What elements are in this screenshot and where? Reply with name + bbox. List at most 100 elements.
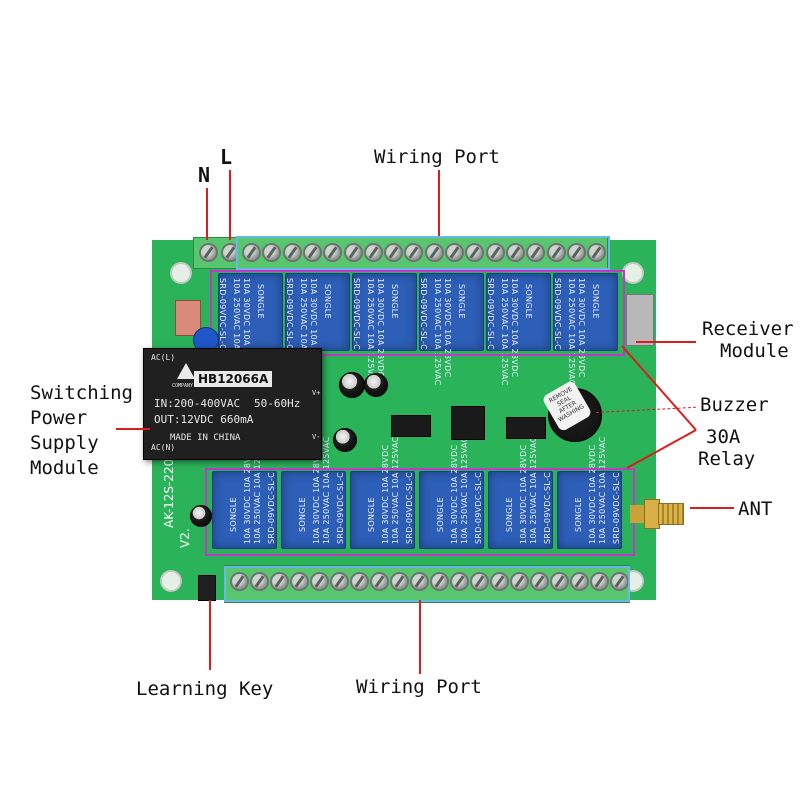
psu-made-in: MADE IN CHINA — [170, 433, 241, 443]
label-learning-key: Learning Key — [136, 678, 274, 700]
terminal-screw — [485, 243, 505, 262]
terminal-screw — [404, 243, 424, 262]
mounting-hole — [160, 570, 182, 592]
terminal-screw — [410, 572, 429, 591]
terminal-screw — [290, 572, 309, 591]
terminal-screw — [302, 243, 322, 262]
terminal-screw — [230, 572, 249, 591]
terminal-screw — [262, 243, 282, 262]
psu-input-spec: IN:200-400VAC — [154, 397, 241, 410]
terminal-screw — [270, 572, 289, 591]
terminal-screw — [566, 243, 586, 262]
label-wiring-port-top: Wiring Port — [374, 146, 500, 168]
terminal-screw — [330, 572, 349, 591]
terminal-screw — [445, 243, 464, 262]
switching-power-supply-module: AC(L) HB12066A COMPANY NAME IN:200-400VA… — [143, 348, 322, 460]
terminal-screw — [470, 572, 489, 591]
psu-frequency: 50-60Hz — [254, 397, 301, 410]
label-switching: Switching — [30, 382, 133, 404]
terminal-screw — [363, 243, 383, 262]
terminal-screw — [310, 572, 329, 591]
label-receiver-module: Module — [720, 340, 789, 362]
terminal-screw — [370, 572, 389, 591]
label-wiring-port-bottom: Wiring Port — [356, 676, 482, 698]
callout-line-psu — [116, 428, 150, 430]
terminal-screw — [570, 572, 589, 591]
terminal-screw — [546, 243, 566, 262]
label-buzzer: Buzzer — [700, 394, 769, 416]
label-n: N — [198, 163, 211, 187]
ic-chip-right — [506, 417, 546, 439]
capacitor — [364, 373, 388, 397]
callout-line-l — [229, 170, 231, 240]
ic-chip-left — [391, 415, 431, 437]
label-module: Module — [30, 457, 99, 479]
label-l: L — [220, 145, 233, 169]
psu-company: COMPANY NAME — [172, 383, 209, 389]
terminal-screw — [199, 243, 218, 262]
terminal-screw — [490, 572, 509, 591]
receiver-module-board — [626, 294, 654, 346]
label-receiver: Receiver — [702, 318, 794, 340]
terminal-screw — [343, 243, 363, 262]
psu-vminus-label: V- — [312, 433, 321, 441]
terminal-screw — [530, 572, 549, 591]
terminal-screw — [282, 243, 302, 262]
callout-line-n — [206, 188, 208, 240]
learning-key-button[interactable] — [198, 575, 216, 601]
terminal-screw — [242, 243, 261, 262]
label-30a: 30A — [706, 426, 741, 448]
psu-model: HB12066A — [194, 371, 273, 387]
terminal-screw — [526, 243, 546, 262]
terminal-screw — [450, 572, 469, 591]
mounting-hole — [170, 262, 192, 284]
psu-output-spec: OUT:12VDC 660mA — [154, 413, 254, 426]
terminal-screw — [505, 243, 525, 262]
label-power: Power — [30, 407, 88, 429]
antenna-connector — [630, 495, 690, 531]
terminal-screw — [550, 572, 569, 591]
terminal-screw — [510, 572, 529, 591]
terminal-screw — [590, 572, 609, 591]
label-supply: Supply — [30, 432, 99, 454]
terminal-screw — [465, 243, 485, 262]
capacitor — [339, 372, 365, 398]
psu-ac-l-label: AC(L) — [151, 353, 176, 362]
relay-row-top-highlight — [210, 270, 625, 356]
callout-line-receiver — [636, 341, 696, 343]
psu-ac-n-label: AC(N) — [151, 443, 176, 452]
label-relay: Relay — [698, 448, 756, 470]
terminal-screw — [323, 243, 343, 262]
terminal-screw — [350, 572, 369, 591]
terminal-screw — [384, 243, 404, 262]
capacitor — [190, 505, 212, 527]
callout-line-relay-top — [621, 345, 697, 431]
wiring-port-top-highlight — [236, 236, 610, 270]
psu-vplus-label: V+ — [312, 389, 321, 397]
wiring-port-bottom-highlight — [224, 566, 630, 602]
terminal-screw — [587, 243, 607, 262]
callout-line-relay-bottom — [626, 429, 697, 469]
terminal-screw — [424, 243, 444, 262]
terminal-screw — [430, 572, 449, 591]
callout-line-wiring-top — [438, 170, 440, 236]
label-ant: ANT — [738, 498, 773, 520]
terminal-screw — [390, 572, 409, 591]
receiver-mcu-chip — [451, 406, 485, 440]
psu-logo-icon — [177, 363, 195, 379]
capacitor — [333, 428, 357, 452]
terminal-screw — [250, 572, 269, 591]
